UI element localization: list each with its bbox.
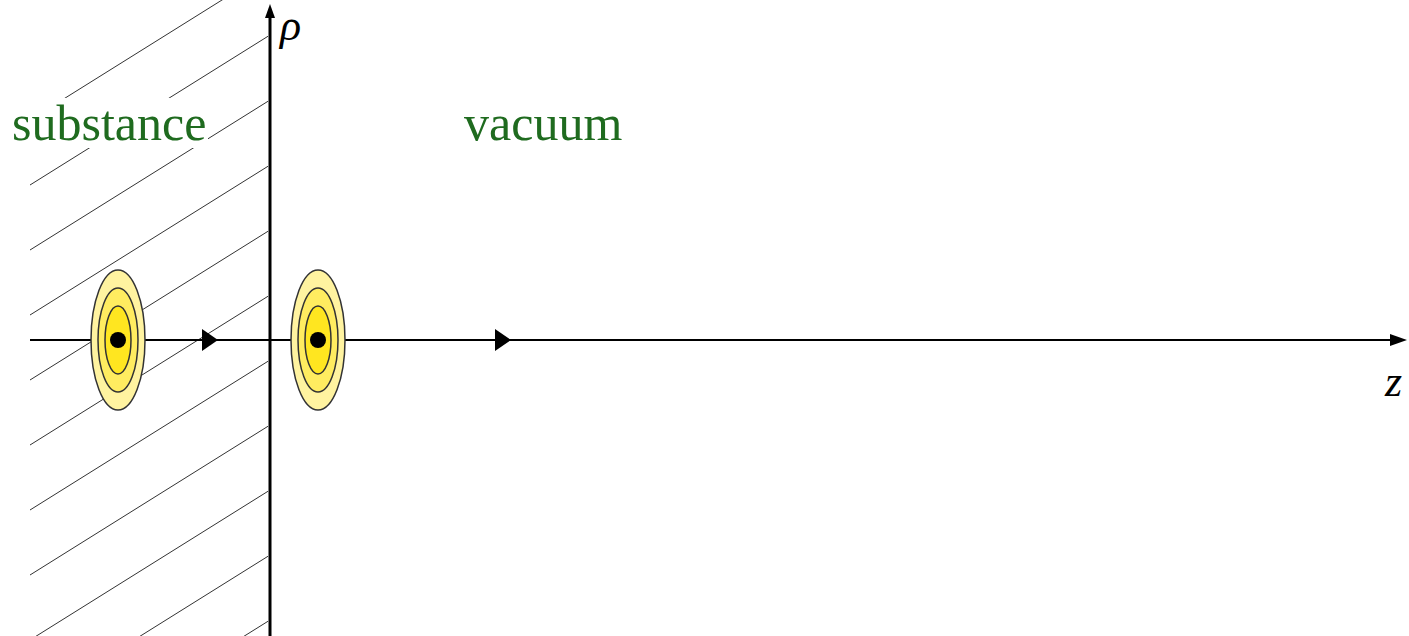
region-label: vacuum: [462, 98, 624, 148]
interface-line: [269, 14, 272, 636]
axis-label: z: [1385, 360, 1402, 404]
z-axis: [30, 339, 1395, 341]
axis-arrowhead: [265, 4, 275, 18]
particle-bunch: [291, 270, 345, 410]
axis-label: ρ: [280, 4, 301, 48]
particle-bunch: [91, 270, 145, 410]
axis-arrowhead: [1390, 334, 1407, 346]
velocity-arrow: [495, 329, 511, 351]
velocity-arrow: [202, 329, 218, 351]
hatching: [30, 0, 268, 636]
region-label: substance: [10, 98, 208, 148]
